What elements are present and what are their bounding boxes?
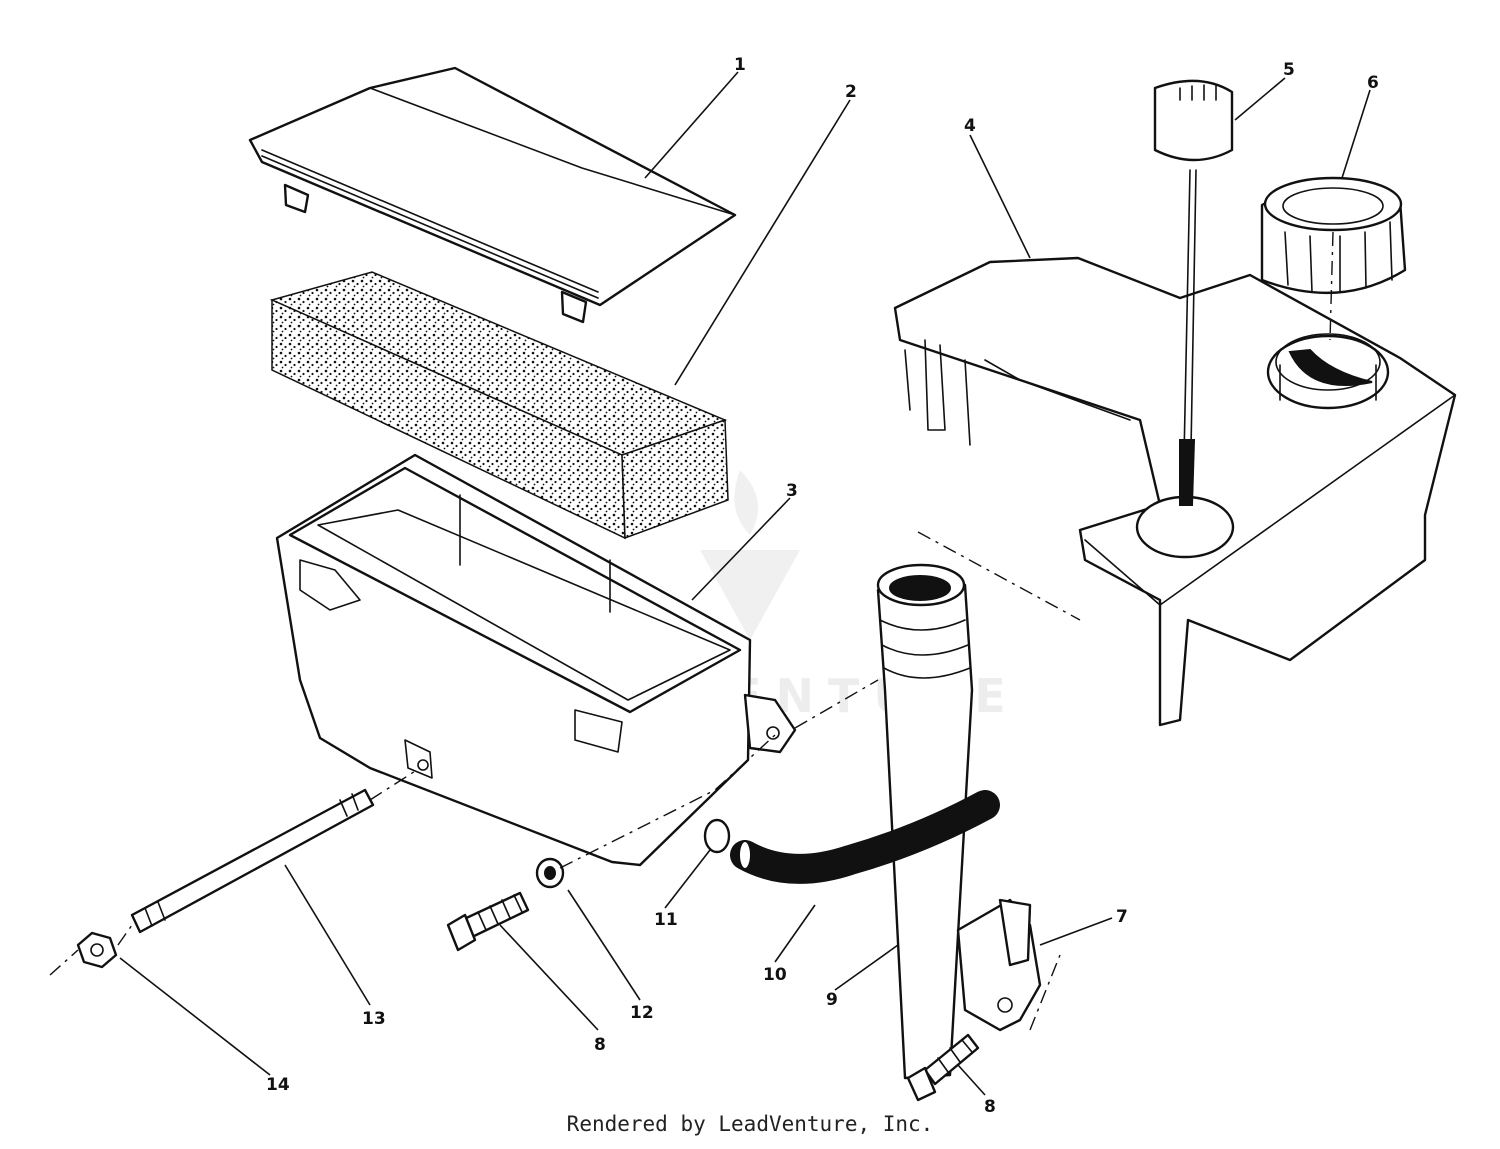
callout-4: 4 — [964, 116, 976, 136]
callout-10: 10 — [763, 965, 787, 985]
part-8-bolt-middle[interactable] — [446, 891, 530, 952]
callout-labels: 1 2 3 4 5 6 7 8 8 9 10 11 12 13 14 — [266, 55, 1379, 1117]
credit-text: Rendered by LeadVenture, Inc. — [566, 1112, 934, 1136]
part-10-hose[interactable] — [730, 790, 1000, 884]
callout-7: 7 — [1116, 907, 1128, 927]
part-12-washer[interactable] — [535, 857, 565, 889]
callout-8-right: 8 — [984, 1097, 996, 1117]
assembly-center-lines — [49, 231, 1334, 1031]
callout-9: 9 — [826, 990, 838, 1010]
part-13-stud[interactable] — [130, 788, 375, 934]
callout-13: 13 — [362, 1009, 386, 1029]
callout-12: 12 — [630, 1003, 654, 1023]
watermark-logo-icon — [700, 470, 800, 640]
part-2-foam-filter[interactable] — [269, 271, 729, 540]
callout-14: 14 — [266, 1075, 290, 1095]
callout-5: 5 — [1283, 60, 1295, 80]
callout-6: 6 — [1367, 73, 1379, 93]
callout-1: 1 — [734, 55, 746, 75]
part-8-bolt-right[interactable] — [906, 1033, 980, 1102]
part-11-o-ring[interactable] — [703, 818, 731, 854]
part-14-nut[interactable] — [76, 931, 118, 969]
callout-11: 11 — [654, 910, 678, 930]
callout-8-middle: 8 — [594, 1035, 606, 1055]
callout-2: 2 — [845, 82, 857, 102]
part-1-filter-cover[interactable] — [248, 66, 737, 324]
part-5-dipstick[interactable] — [1153, 79, 1234, 506]
callout-3: 3 — [786, 481, 798, 501]
part-4-fuel-tank[interactable] — [893, 256, 1457, 727]
part-3-air-cleaner-base[interactable] — [275, 453, 797, 867]
leader-lines — [119, 71, 1371, 1096]
